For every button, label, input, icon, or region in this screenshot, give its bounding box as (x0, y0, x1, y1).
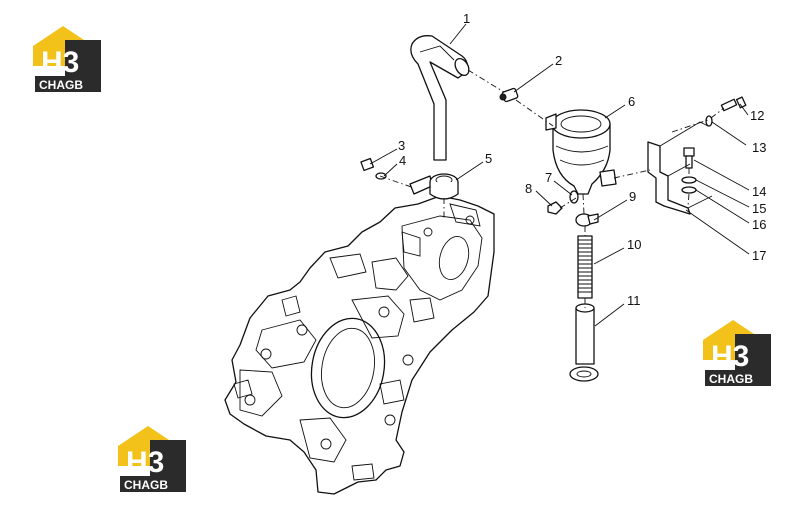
logo-bottom-bar (35, 76, 101, 92)
callout-1: 1 (463, 11, 470, 26)
leader-lines (369, 23, 750, 327)
logo-bottom-bar (120, 476, 186, 492)
callout-8: 8 (525, 181, 532, 196)
logo-dark-block (65, 40, 101, 76)
brand-logo: H3 CHAGB (33, 26, 101, 92)
washer-13 (705, 115, 713, 127)
callout-14: 14 (752, 184, 766, 199)
gear-housing (224, 195, 495, 495)
callout-16: 16 (752, 217, 766, 232)
hose-clamp-9 (575, 213, 599, 227)
support-bracket-17 (647, 121, 713, 215)
callout-4: 4 (399, 153, 406, 168)
callout-9: 9 (629, 189, 636, 204)
callout-10: 10 (627, 237, 641, 252)
callout-13: 13 (752, 140, 766, 155)
hose-clamp-2 (499, 87, 519, 103)
callout-17: 17 (752, 248, 766, 263)
logo-bottom-bar (705, 370, 771, 386)
washer-16 (681, 186, 697, 194)
washer-15 (681, 176, 697, 184)
callout-2: 2 (555, 53, 562, 68)
bolt-12 (720, 96, 747, 112)
callout-12: 12 (750, 108, 764, 123)
brand-logo: H3 CHAGB (118, 426, 186, 492)
logo-letters-bottom: CHAGB (124, 478, 168, 492)
corrugated-hose-10 (577, 235, 593, 299)
oil-separator-6 (545, 109, 617, 195)
callout-11: 11 (627, 293, 641, 308)
washer-7 (569, 190, 579, 204)
logo-letters-top: H3 (126, 446, 164, 479)
breather-pipe (410, 35, 470, 161)
brand-logo: H3 CHAGB (703, 320, 771, 386)
bolt-3 (360, 157, 375, 172)
assembly-center-lines (379, 69, 725, 308)
logo-letters-bottom: CHAGB (709, 372, 753, 386)
callout-15: 15 (752, 201, 766, 216)
logo-letters-top: H3 (41, 46, 79, 79)
logo-dark-block (735, 334, 771, 370)
logo-dark-block (150, 440, 186, 476)
callout-6: 6 (628, 94, 635, 109)
logo-letters-top: H3 (711, 340, 749, 373)
drain-pipe-11 (569, 303, 599, 382)
callout-labels: 1 2 3 4 5 6 7 8 9 10 11 12 13 14 15 16 1… (398, 11, 766, 308)
callout-5: 5 (485, 151, 492, 166)
callout-7: 7 (545, 170, 552, 185)
logo-letters-bottom: CHAGB (39, 78, 83, 92)
callout-3: 3 (398, 138, 405, 153)
mounting-bracket-5 (409, 173, 459, 200)
